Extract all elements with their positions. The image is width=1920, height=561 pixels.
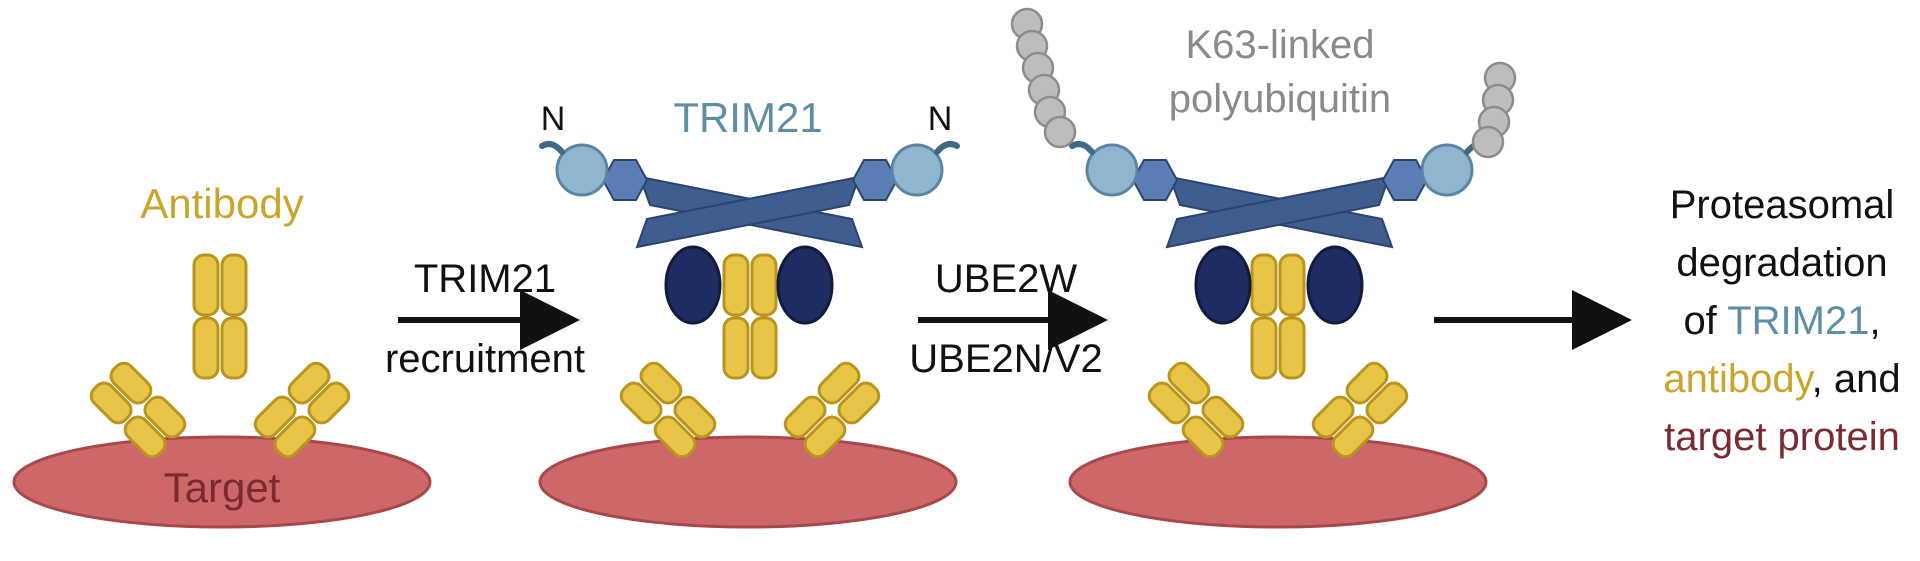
pryspry-domain-right [776,245,834,325]
polyubiquitin-label-line2: polyubiquitin [1169,77,1391,121]
result-line4: antibody, and [1663,357,1900,401]
bbox-domain-left [601,159,649,201]
result-trim21: TRIM21 [1727,299,1869,343]
result-text: Proteasomal degradation of TRIM21, antib… [1663,183,1900,459]
antibody-1 [89,253,351,459]
target-protein-3 [1068,435,1488,529]
ring-domain-right [890,143,944,197]
step1-label-line1: TRIM21 [414,257,556,301]
coiled-coil-bar-b [635,175,861,249]
result-comma: , [1869,299,1880,343]
result-of: of [1683,299,1727,343]
n-terminus-right [934,141,960,155]
bbox-domain-right [1381,159,1429,201]
antibody-2 [619,253,881,459]
n-label-left: N [541,100,566,138]
n-terminus-left [1069,141,1095,155]
arrow-ubiquitination: UBE2W UBE2N/V2 [909,257,1108,381]
target-protein-2 [538,435,958,529]
ring-domain-left [555,143,609,197]
pryspry-domain-right [1306,245,1364,325]
n-label-right: N [928,100,953,138]
pryspry-domain-left [664,245,722,325]
step2-label-line1: UBE2W [935,257,1077,301]
result-line1: Proteasomal [1670,183,1895,227]
trim21-label: TRIM21 [673,94,822,141]
target-protein-1 [12,435,432,529]
antibody-label: Antibody [140,180,303,227]
trim21-dimer-1 [539,141,960,325]
result-line2: degradation [1676,241,1887,285]
trim21-dimer-2 [1069,141,1490,325]
step2-label-line2: UBE2N/V2 [909,337,1102,381]
result-and: , and [1812,357,1901,401]
n-terminus-left [539,141,565,155]
bbox-domain-left [1131,159,1179,201]
coiled-coil-bar-b [1165,175,1391,249]
stage-3: K63-linked polyubiquitin [1010,7,1517,529]
arrow-trim21-recruitment: TRIM21 recruitment [385,257,585,381]
pryspry-domain-left [1194,245,1252,325]
polyubiquitin-label-line1: K63-linked [1185,23,1374,67]
polyubiquitin-chain-left [1010,7,1077,149]
step1-label-line2: recruitment [385,337,585,381]
bbox-domain-right [851,159,899,201]
ring-domain-left [1085,143,1139,197]
stage-2: N N TRIM21 [538,94,960,529]
result-line3: of TRIM21, [1683,299,1880,343]
ring-domain-right [1420,143,1474,197]
result-antibody: antibody [1663,357,1814,401]
result-target: target protein [1664,415,1900,459]
polyubiquitin-chain-right [1471,61,1517,159]
antibody-3 [1147,253,1409,459]
target-label: Target [164,464,281,511]
stage-1: Antibody Target [12,180,432,529]
